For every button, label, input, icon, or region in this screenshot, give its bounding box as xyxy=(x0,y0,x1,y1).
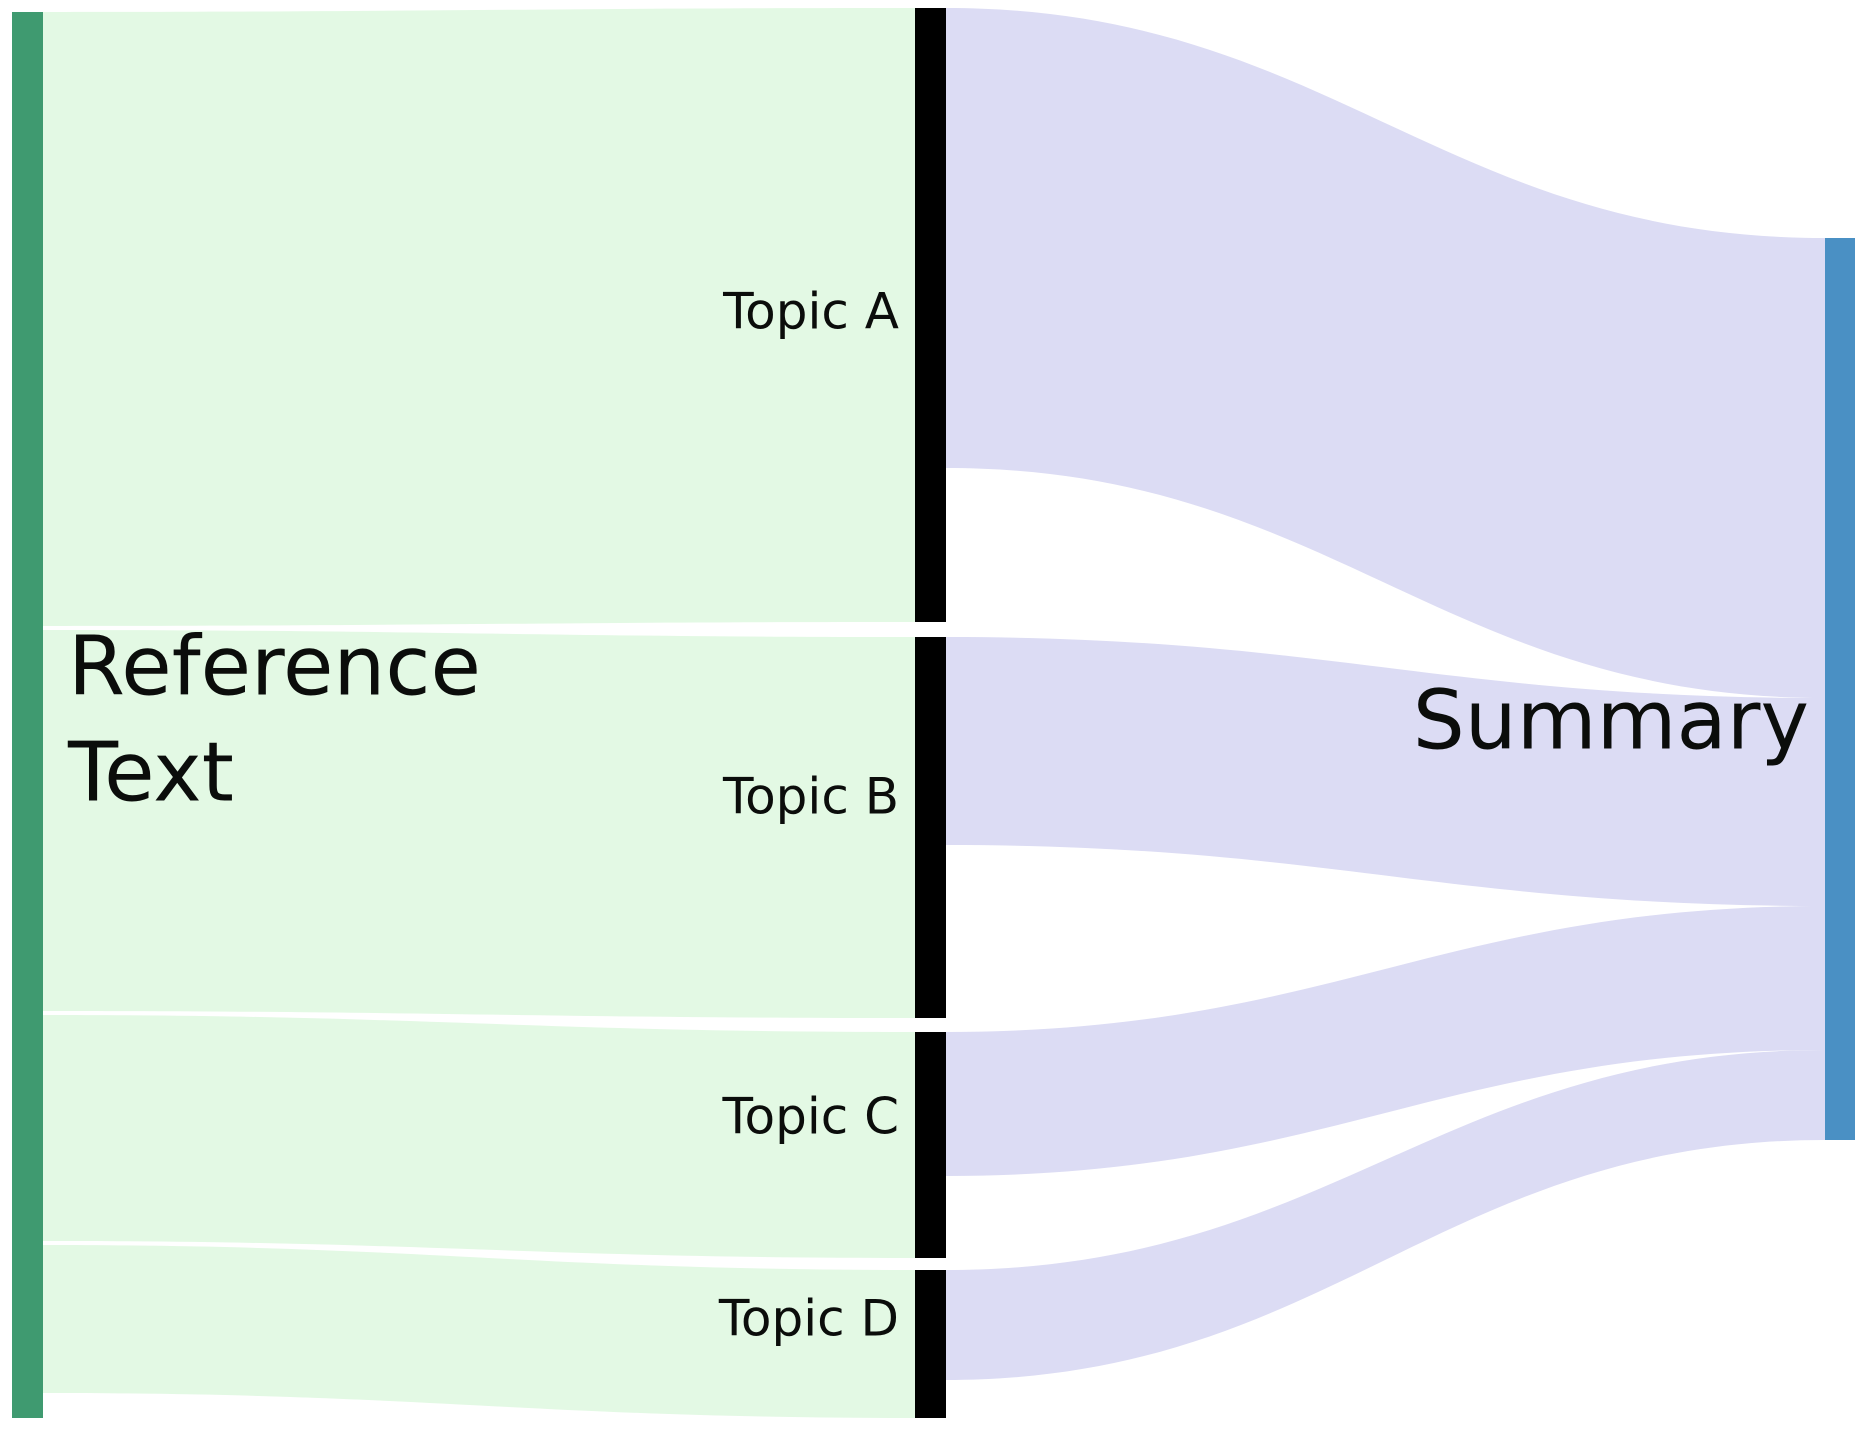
node-topic-c[interactable] xyxy=(915,1032,946,1258)
link-topic-a-to-summary[interactable] xyxy=(946,8,1825,698)
link-topic-b-to-summary[interactable] xyxy=(946,637,1825,906)
node-label-reference-text-line2: Text xyxy=(67,725,234,820)
node-topic-d[interactable] xyxy=(915,1270,946,1418)
node-reference-text[interactable] xyxy=(12,12,43,1418)
node-label-topic-b: Topic B xyxy=(722,768,899,826)
link-reference-to-topic-b[interactable] xyxy=(43,630,915,1018)
link-reference-to-topic-d[interactable] xyxy=(43,1245,915,1418)
node-label-topic-d: Topic D xyxy=(718,1290,899,1348)
link-topic-c-to-summary[interactable] xyxy=(946,906,1825,1176)
node-label-topic-c: Topic C xyxy=(721,1088,899,1146)
node-label-reference-text-line1: Reference xyxy=(68,619,481,714)
node-summary[interactable] xyxy=(1825,238,1855,1140)
link-reference-to-topic-a[interactable] xyxy=(43,8,915,626)
node-label-topic-a: Topic A xyxy=(722,283,899,341)
right-link-group xyxy=(946,8,1825,1380)
left-link-group xyxy=(43,8,915,1418)
node-topic-b[interactable] xyxy=(915,637,946,1018)
node-topic-a[interactable] xyxy=(915,8,946,622)
link-reference-to-topic-c[interactable] xyxy=(43,1015,915,1258)
link-topic-d-to-summary[interactable] xyxy=(946,1050,1825,1380)
node-label-summary: Summary xyxy=(1413,673,1809,768)
